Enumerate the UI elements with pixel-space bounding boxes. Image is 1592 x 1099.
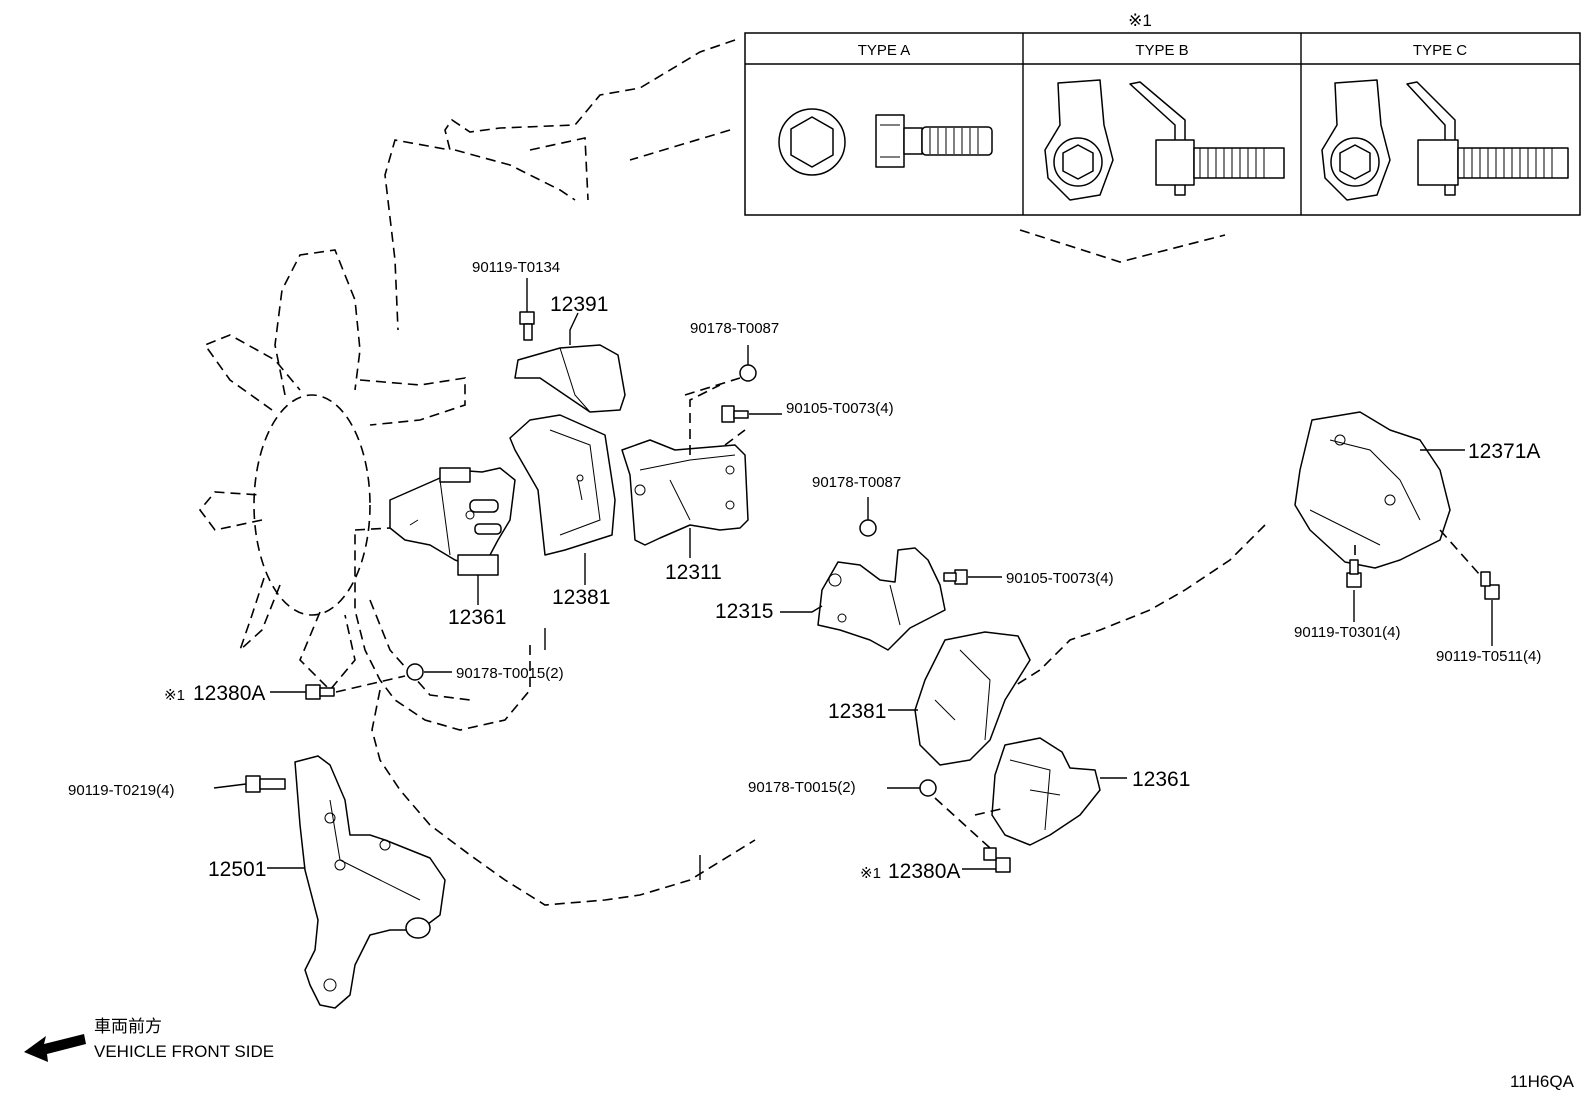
bolt-90119-T0301-drawing bbox=[1346, 559, 1362, 588]
bolt-12380A-right-drawing bbox=[983, 847, 1011, 873]
label-90105-T0073-right: 90105-T0073(4) bbox=[1006, 570, 1114, 587]
type-c-bolt-drawing bbox=[1321, 79, 1569, 201]
label-90119-T0219: 90119-T0219(4) bbox=[68, 782, 174, 799]
bolt-12380A-left-drawing bbox=[305, 684, 335, 700]
right-mount-assembly bbox=[817, 411, 1500, 873]
label-90119-T0134: 90119-T0134 bbox=[472, 259, 560, 276]
vehicle-front-indicator: 車両前方 VEHICLE FRONT SIDE bbox=[24, 1017, 274, 1062]
fan-outline bbox=[198, 249, 466, 692]
front-label-jp: 車両前方 bbox=[94, 1017, 162, 1036]
type-c-header: TYPE C bbox=[1413, 42, 1467, 59]
label-12380A-left-mark: ※1 bbox=[164, 687, 185, 704]
part-12381-left-drawing bbox=[509, 414, 616, 556]
label-12315: 12315 bbox=[715, 600, 773, 623]
part-12311-drawing bbox=[621, 439, 749, 546]
label-12391: 12391 bbox=[550, 293, 608, 316]
table-note: ※1 bbox=[1128, 11, 1152, 30]
label-90119-T0301: 90119-T0301(4) bbox=[1294, 624, 1400, 641]
front-label-en: VEHICLE FRONT SIDE bbox=[94, 1042, 274, 1061]
left-mount-assembly bbox=[305, 311, 757, 700]
label-12501: 12501 bbox=[208, 858, 266, 881]
part-12501-drawing bbox=[294, 755, 446, 1009]
bolt-90119-T0511-drawing bbox=[1480, 571, 1500, 600]
label-12361-left: 12361 bbox=[448, 606, 506, 629]
part-12361-right-drawing bbox=[991, 737, 1101, 846]
nut-90178-T0015-right-drawing bbox=[919, 779, 937, 797]
part-12361-left-drawing bbox=[389, 467, 516, 576]
label-12380A-right: 12380A bbox=[888, 860, 960, 883]
bolt-90105-T0073-right-drawing bbox=[943, 569, 968, 585]
label-90178-T0015-left: 90178-T0015(2) bbox=[456, 665, 564, 682]
part-12371A-drawing bbox=[1294, 411, 1451, 569]
part-12381-right-drawing bbox=[914, 631, 1031, 766]
type-a-bolt-drawing bbox=[778, 108, 993, 176]
label-12361-right: 12361 bbox=[1132, 768, 1190, 791]
nut-90178-T0015-left-drawing bbox=[406, 663, 424, 681]
fastener-type-table: ※1 TYPE A TYPE B TYPE C bbox=[744, 11, 1581, 216]
type-a-header: TYPE A bbox=[858, 42, 911, 59]
type-b-header: TYPE B bbox=[1135, 42, 1188, 59]
front-arrow-icon bbox=[24, 1034, 86, 1062]
bolt-90119-T0134-drawing bbox=[519, 311, 535, 341]
label-12311: 12311 bbox=[665, 561, 722, 584]
bolt-90105-T0073-left-drawing bbox=[721, 405, 749, 423]
label-12381-left: 12381 bbox=[552, 586, 610, 609]
label-12380A-left: 12380A bbox=[193, 682, 265, 705]
label-12381-right: 12381 bbox=[828, 700, 886, 723]
part-12391-drawing bbox=[514, 344, 626, 413]
label-90119-T0511: 90119-T0511(4) bbox=[1436, 648, 1541, 665]
label-90105-T0073-left: 90105-T0073(4) bbox=[786, 400, 894, 417]
label-12371A: 12371A bbox=[1468, 440, 1540, 463]
part-labels: 90119-T0134 12391 90178-T0087 90105-T007… bbox=[68, 259, 1541, 883]
label-90178-T0087-left: 90178-T0087 bbox=[690, 320, 779, 337]
figure-code: 11H6QA bbox=[1510, 1072, 1575, 1091]
type-b-bolt-drawing bbox=[1044, 79, 1285, 201]
part-12315-drawing bbox=[817, 547, 946, 651]
label-12380A-right-mark: ※1 bbox=[860, 865, 881, 882]
label-90178-T0087-right: 90178-T0087 bbox=[812, 474, 901, 491]
nut-90178-T0087-left-drawing bbox=[739, 364, 757, 382]
leader-lines bbox=[213, 278, 1493, 870]
engine-outline bbox=[354, 39, 1266, 906]
label-90178-T0015-right: 90178-T0015(2) bbox=[748, 779, 856, 796]
bolt-90119-T0219-drawing bbox=[245, 775, 286, 793]
nut-90178-T0087-right-drawing bbox=[859, 519, 877, 537]
